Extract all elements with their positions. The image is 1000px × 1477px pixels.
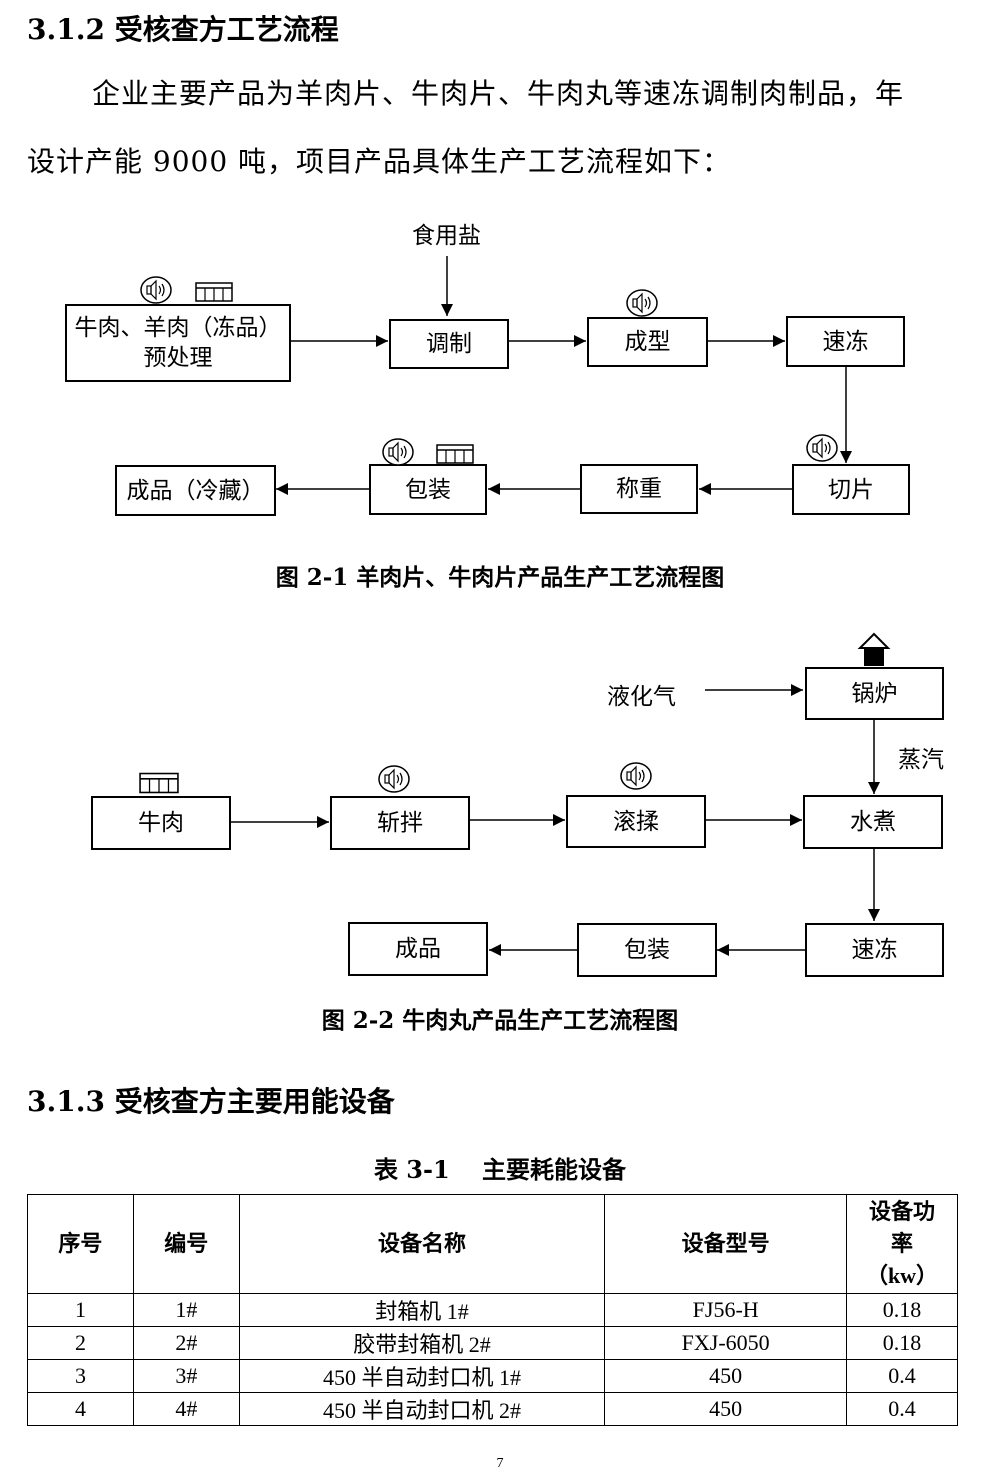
table-row: 2 2# 胶带封箱机 2# FXJ-6050 0.18: [27, 1326, 958, 1360]
flow1-step-product: 成品（冷藏）: [115, 465, 276, 516]
cell-code: 3#: [132, 1359, 240, 1393]
equipment-table: 序号 编号 设备名称 设备型号 设备功 率 （kw） 1 1# 封箱机 1# F…: [27, 1194, 958, 1426]
header-power: 设备功 率 （kw）: [846, 1194, 958, 1294]
speaker-noise-icon: [626, 289, 658, 317]
flow2-step-boiler: 锅炉: [805, 667, 944, 720]
header-name: 设备名称: [238, 1194, 606, 1294]
cell-name: 450 半自动封口机 2#: [238, 1392, 606, 1426]
flow2-step-pack: 包装: [577, 923, 717, 977]
table-row: 1 1# 封箱机 1# FJ56-H 0.18: [27, 1293, 958, 1327]
flow2-input-lpg: 液化气: [607, 684, 676, 710]
cell-code: 1#: [132, 1293, 240, 1327]
cell-power: 0.4: [846, 1392, 958, 1426]
flow2-caption: 图 2-2 牛肉丸产品生产工艺流程图: [321, 1007, 679, 1034]
cell-name: 胶带封箱机 2#: [238, 1326, 606, 1360]
header-seq: 序号: [27, 1194, 134, 1294]
section-heading-313: 3.1.3 受核查方主要用能设备: [27, 1085, 395, 1118]
table-header-row: 序号 编号 设备名称 设备型号 设备功 率 （kw）: [27, 1194, 958, 1294]
cell-code: 4#: [132, 1392, 240, 1426]
table-row: 3 3# 450 半自动封口机 1# 450 0.4: [27, 1359, 958, 1393]
flow1-step-quickfreeze: 速冻: [786, 316, 905, 367]
cell-model: FXJ-6050: [604, 1326, 848, 1360]
cell-power: 0.4: [846, 1359, 958, 1393]
cell-name: 封箱机 1#: [238, 1293, 606, 1327]
flow1-caption: 图 2-1 羊肉片、牛肉片产品生产工艺流程图: [275, 564, 725, 591]
intro-line-2: 设计产能 9000 吨，项目产品具体生产工艺流程如下：: [27, 145, 732, 178]
flow1-step-season: 调制: [389, 319, 509, 369]
flow1-step-pretreat: 牛肉、羊肉（冻品） 预处理: [65, 304, 291, 382]
cell-seq: 1: [27, 1293, 134, 1327]
flow1-step-shape: 成型: [587, 317, 708, 367]
cell-seq: 2: [27, 1326, 134, 1360]
speaker-noise-icon: [382, 438, 414, 466]
flow2-steam-label: 蒸汽: [898, 747, 944, 773]
flow1-step-weigh: 称重: [580, 464, 698, 514]
waste-bin-icon: [139, 772, 179, 794]
flow2-step-boil: 水煮: [803, 795, 943, 849]
flow2-step-chop: 斩拌: [330, 796, 470, 850]
cell-name: 450 半自动封口机 1#: [238, 1359, 606, 1393]
cell-power: 0.18: [846, 1293, 958, 1327]
flow2-step-product: 成品: [348, 922, 488, 976]
header-model: 设备型号: [604, 1194, 848, 1294]
header-power-line3: （kw）: [865, 1263, 939, 1288]
cell-power: 0.18: [846, 1326, 958, 1360]
page-number: 7: [496, 1456, 504, 1471]
waste-bin-icon: [195, 282, 233, 302]
speaker-noise-icon: [140, 276, 172, 304]
cell-seq: 4: [27, 1392, 134, 1426]
intro-line-1: 企业主要产品为羊肉片、牛肉片、牛肉丸等速冻调制肉制品，年: [92, 77, 905, 110]
flow1-step-pack: 包装: [369, 464, 487, 515]
speaker-noise-icon: [806, 434, 838, 462]
flow1-input-salt: 食用盐: [412, 223, 481, 249]
header-code: 编号: [132, 1194, 240, 1294]
waste-bin-icon: [436, 444, 474, 464]
cell-model: 450: [604, 1359, 848, 1393]
header-power-line2: 率: [891, 1231, 914, 1256]
cell-code: 2#: [132, 1326, 240, 1360]
section-heading-312: 3.1.2 受核查方工艺流程: [27, 13, 339, 46]
exhaust-arrow-icon: [857, 632, 891, 666]
cell-model: FJ56-H: [604, 1293, 848, 1327]
table-row: 4 4# 450 半自动封口机 2# 450 0.4: [27, 1392, 958, 1426]
flow1-step-pretreat-line2: 预处理: [143, 345, 213, 371]
cell-seq: 3: [27, 1359, 134, 1393]
speaker-noise-icon: [378, 765, 410, 793]
flow2-step-tumble: 滚揉: [566, 795, 706, 848]
flow1-connectors: [230, 256, 891, 956]
cell-model: 450: [604, 1392, 848, 1426]
flow1-step-slice: 切片: [792, 464, 910, 515]
table-title: 表 3-1 主要耗能设备: [373, 1155, 627, 1184]
flow2-step-beef: 牛肉: [91, 796, 231, 850]
flow1-step-pretreat-line1: 牛肉、羊肉（冻品）: [74, 315, 282, 341]
flow2-step-quickfreeze: 速冻: [805, 923, 944, 977]
speaker-noise-icon: [620, 762, 652, 790]
header-power-line1: 设备功: [869, 1199, 936, 1224]
